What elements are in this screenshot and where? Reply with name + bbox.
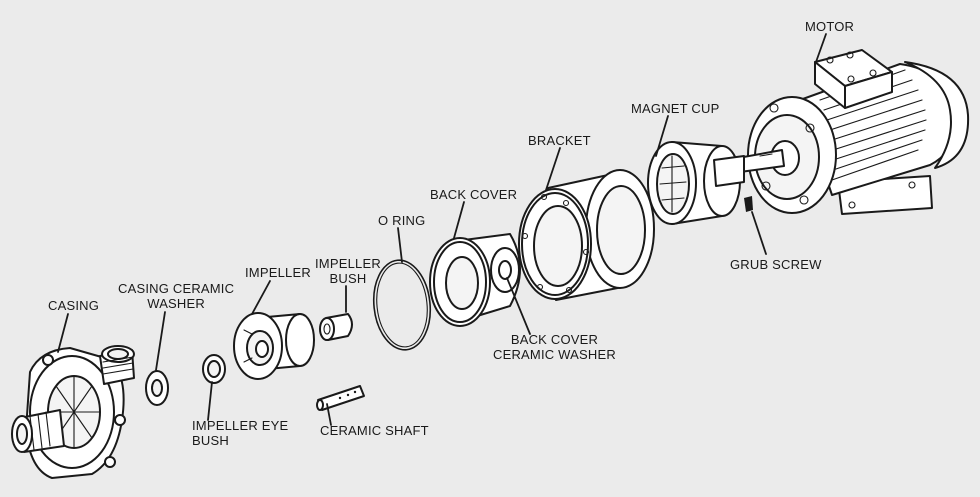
leader-back-cover (453, 201, 465, 239)
label-impeller-bush: IMPELLER BUSH (315, 256, 381, 286)
leader-casing (57, 313, 69, 353)
label-back-cover-text: BACK COVER (430, 187, 518, 202)
label-grub-screw-text: GRUB SCREW (730, 257, 822, 272)
leader-lines (57, 33, 827, 426)
leader-o-ring (397, 227, 403, 263)
o-ring (372, 259, 432, 351)
label-back-cover-ceramic-washer-line1: BACK COVER (510, 332, 599, 347)
label-grub-screw: GRUB SCREW (730, 257, 822, 272)
label-impeller-bush-line1: IMPELLER (315, 256, 381, 271)
grub-screw (744, 196, 753, 212)
leader-grub-screw (751, 211, 767, 255)
label-magnet-cup-text: MAGNET CUP (631, 101, 720, 116)
magnet-cup (647, 141, 745, 225)
leader-bracket (545, 147, 561, 191)
impeller (233, 312, 315, 380)
casing-ceramic-washer (145, 370, 169, 406)
leader-ceramic-shaft (326, 403, 332, 426)
motor (737, 49, 970, 215)
label-motor: MOTOR (805, 19, 854, 34)
label-bracket-text: BRACKET (528, 133, 591, 148)
casing (11, 345, 135, 479)
leader-motor (815, 33, 827, 63)
label-impeller-eye-bush-line2: BUSH (192, 433, 229, 448)
leader-impeller-eye-bush (207, 381, 213, 421)
leader-casing-ceramic-washer (155, 311, 166, 371)
label-o-ring: O RING (378, 213, 425, 228)
label-casing-ceramic-washer-line2: WASHER (147, 296, 205, 311)
label-bracket: BRACKET (528, 133, 591, 148)
label-impeller-text: IMPELLER (245, 265, 311, 280)
label-casing-ceramic-washer: CASING CERAMIC WASHER (118, 281, 234, 311)
label-casing-ceramic-washer-line1: CASING CERAMIC (118, 281, 235, 296)
impeller-eye-bush (202, 354, 226, 384)
leader-magnet-cup (655, 115, 669, 157)
leader-back-cover-ceramic-washer (506, 277, 531, 335)
label-back-cover-ceramic-washer: BACK COVER CERAMIC WASHER (493, 332, 616, 362)
label-impeller-eye-bush: IMPELLER EYE BUSH (192, 418, 288, 448)
label-ceramic-shaft-text: CERAMIC SHAFT (320, 423, 429, 438)
label-impeller: IMPELLER (245, 265, 311, 280)
bracket (518, 169, 655, 301)
impeller-bush (319, 313, 353, 341)
back-cover (429, 233, 521, 327)
label-magnet-cup: MAGNET CUP (631, 101, 719, 116)
ceramic-shaft (316, 385, 365, 411)
label-back-cover: BACK COVER (430, 187, 517, 202)
label-impeller-bush-line2: BUSH (329, 271, 367, 286)
label-o-ring-text: O RING (378, 213, 426, 228)
leader-impeller (251, 280, 271, 315)
label-impeller-eye-bush-line1: IMPELLER EYE (192, 418, 289, 433)
label-motor-text: MOTOR (805, 19, 855, 34)
label-casing: CASING (48, 298, 99, 313)
label-back-cover-ceramic-washer-line2: CERAMIC WASHER (493, 347, 616, 362)
label-casing-text: CASING (48, 298, 100, 313)
label-ceramic-shaft: CERAMIC SHAFT (320, 423, 429, 438)
